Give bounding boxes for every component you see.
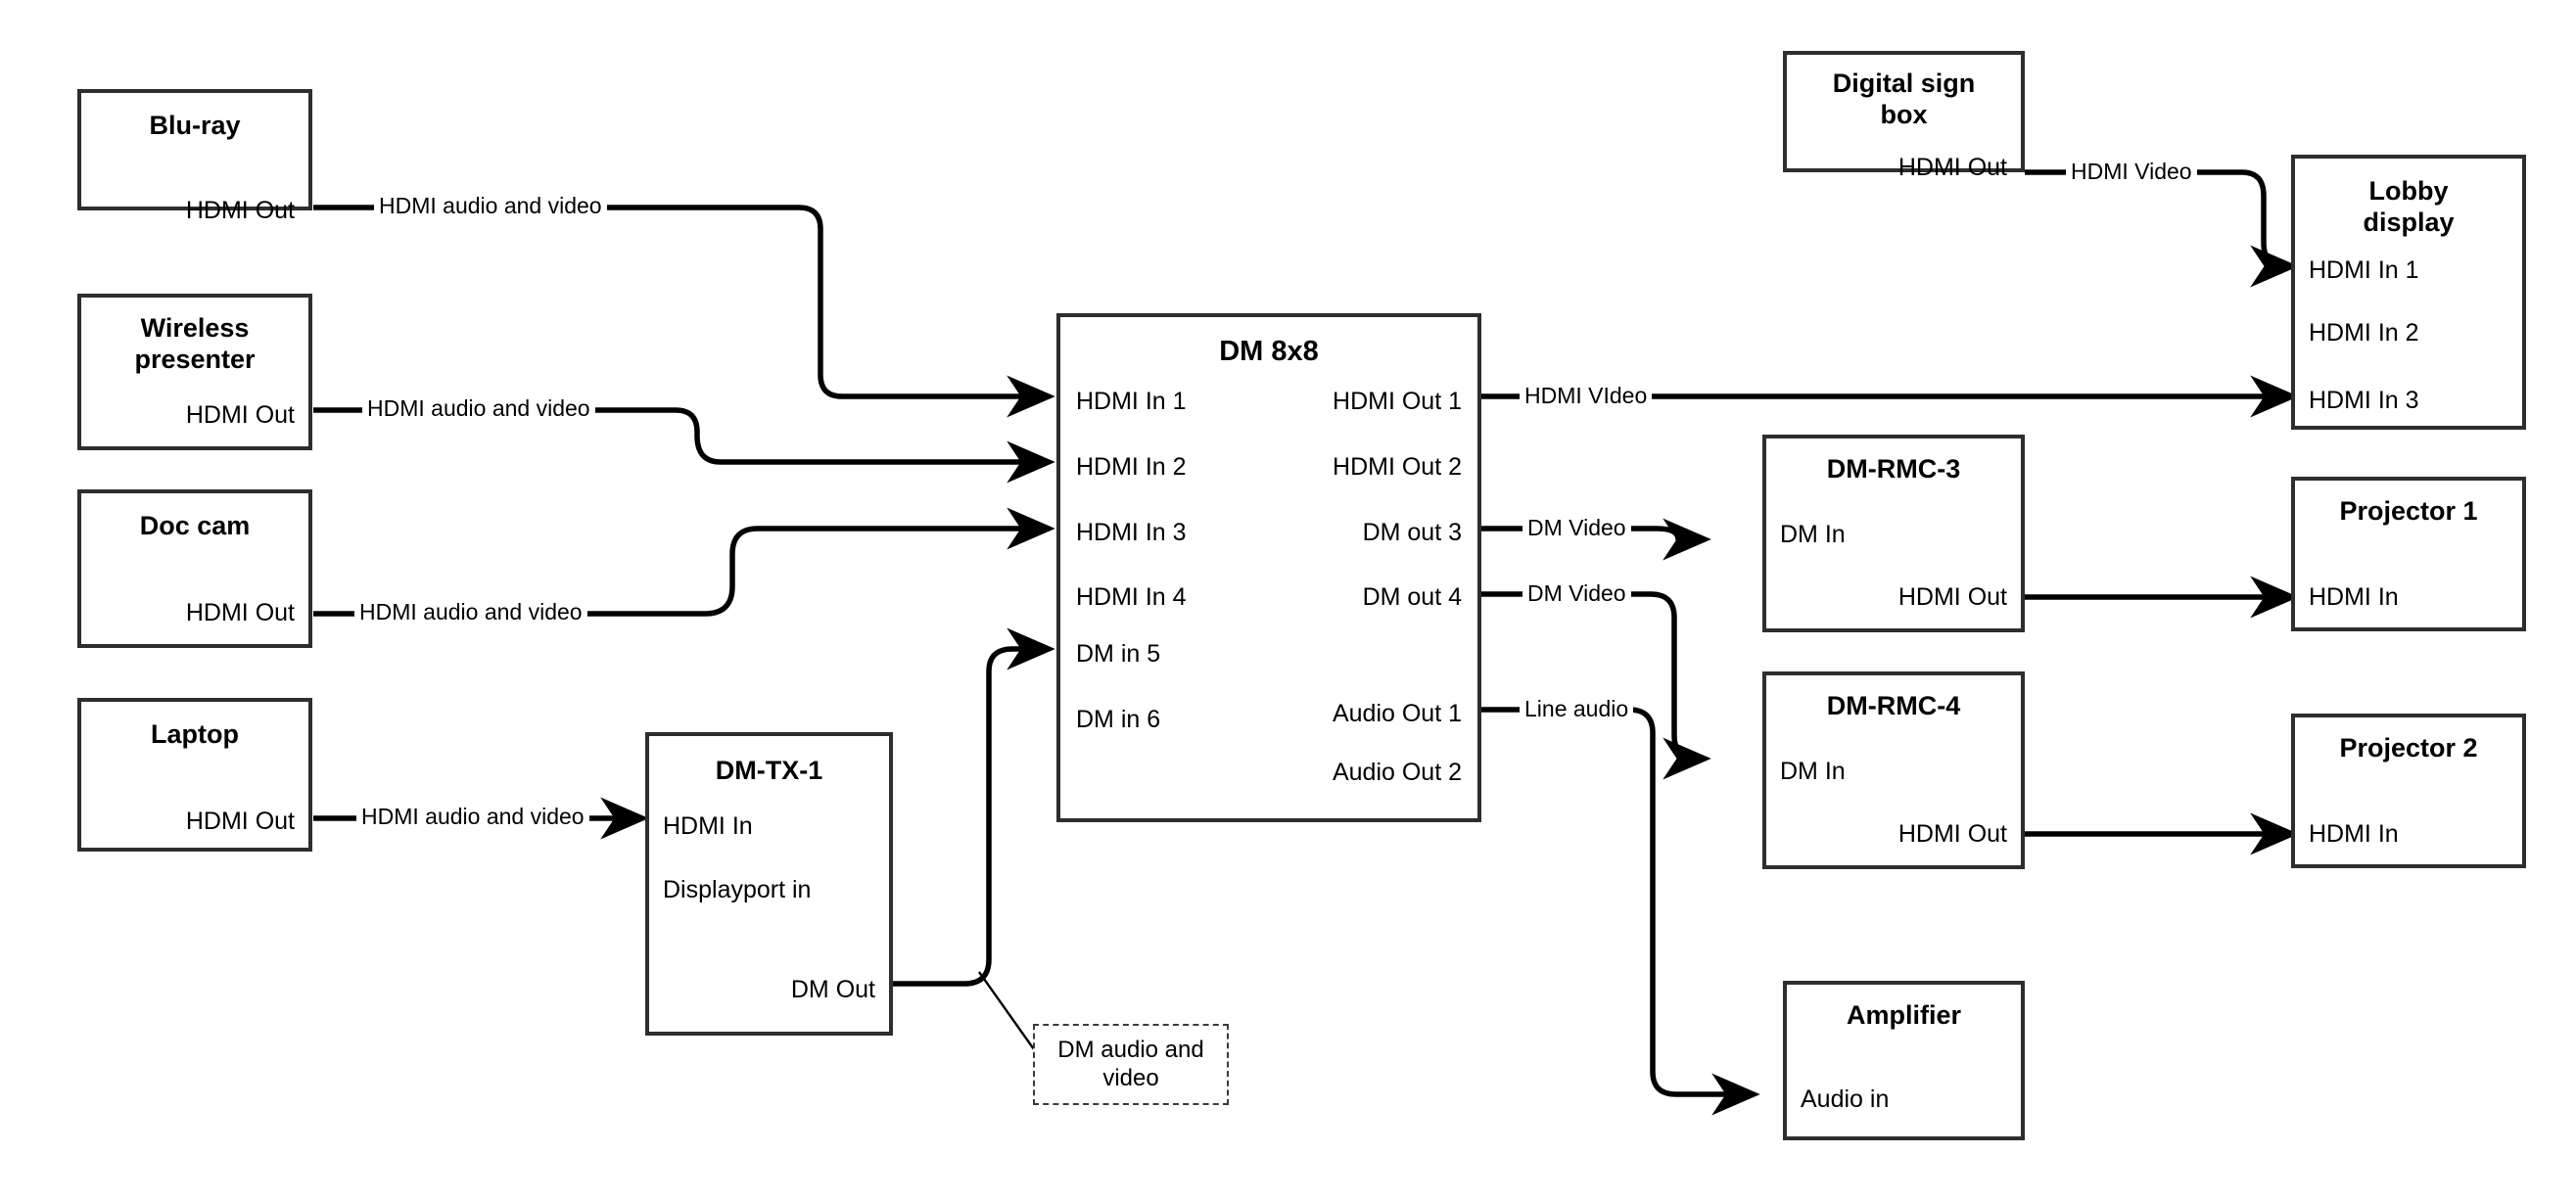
port-dm-8x8-hdmi-out-1: HDMI Out 1: [1333, 388, 1462, 415]
node-dm-8x8-title: DM 8x8: [1219, 336, 1319, 367]
wire-dm-out-4-to-rmc4: [1481, 591, 1711, 780]
port-bluray-hdmi-out: HDMI Out: [185, 197, 295, 224]
node-amplifier[interactable]: Amplifier Audio in: [1783, 981, 2025, 1140]
node-digital-sign-box[interactable]: Digital sign box HDMI Out: [1783, 51, 2025, 180]
port-dm-8x8-dm-out-3: DM out 3: [1362, 519, 1462, 546]
port-lobby-display-hdmi-in-2: HDMI In 2: [2309, 319, 2419, 346]
node-laptop[interactable]: Laptop HDMI Out: [77, 698, 312, 852]
port-dm-rmc-4-hdmi-out: HDMI Out: [1897, 820, 2007, 848]
wire-label-doccam-to-hdmi-in-3: HDMI audio and video: [354, 601, 587, 624]
port-dm-8x8-hdmi-in-1: HDMI In 1: [1076, 388, 1187, 415]
port-dm-8x8-dm-in-5: DM in 5: [1076, 640, 1161, 668]
wire-label-sign-to-lobby: HDMI Video: [2066, 161, 2197, 183]
port-dm-rmc-4-dm-in: DM In: [1780, 758, 1846, 785]
port-dm-8x8-hdmi-in-2: HDMI In 2: [1076, 453, 1187, 481]
node-dm-tx-1[interactable]: DM-TX-1 HDMI In Displayport in DM Out: [645, 732, 893, 1036]
port-lobby-display-hdmi-in-3: HDMI In 3: [2309, 387, 2419, 414]
port-dm-8x8-dm-out-4: DM out 4: [1362, 583, 1462, 611]
port-dm-tx-1-displayport-in: Displayport in: [663, 876, 812, 903]
port-digital-sign-box-hdmi-out: HDMI Out: [1897, 154, 2007, 181]
port-dm-8x8-dm-in-6: DM in 6: [1076, 706, 1161, 733]
port-amplifier-audio-in: Audio in: [1801, 1086, 1890, 1113]
port-projector-1-hdmi-in: HDMI In: [2309, 583, 2399, 611]
port-dm-rmc-3-dm-in: DM In: [1780, 521, 1846, 548]
wire-label-laptop-to-dmtx: HDMI audio and video: [356, 806, 589, 828]
wire-label-dm-out-4-to-rmc4: DM Video: [1522, 582, 1631, 605]
node-doc-cam-title: Doc cam: [139, 511, 251, 540]
port-dm-8x8-audio-out-1: Audio Out 1: [1332, 700, 1462, 727]
node-dm-rmc-3-title: DM-RMC-3: [1826, 454, 1961, 484]
wire-label-audio-out-1-to-amp: Line audio: [1520, 698, 1634, 720]
port-wireless-presenter-hdmi-out: HDMI Out: [185, 401, 295, 429]
node-dm-8x8[interactable]: DM 8x8 HDMI In 1 HDMI In 2 HDMI In 3 HDM…: [1056, 313, 1481, 822]
wire-dmtx-out-to-dm-in-5: [893, 627, 1055, 987]
wire-label-bluray-to-hdmi-in-1: HDMI audio and video: [374, 195, 607, 217]
node-amplifier-title: Amplifier: [1846, 1000, 1962, 1030]
wire-audio-out-1-to-amplifier: [1481, 707, 1760, 1116]
port-projector-2-hdmi-in: HDMI In: [2309, 820, 2399, 848]
node-wireless-presenter[interactable]: Wireless presenter HDMI Out: [77, 294, 312, 450]
port-dm-8x8-hdmi-in-4: HDMI In 4: [1076, 583, 1187, 611]
port-dm-rmc-3-hdmi-out: HDMI Out: [1897, 583, 2007, 611]
port-doc-cam-hdmi-out: HDMI Out: [185, 599, 295, 626]
port-dm-8x8-audio-out-2: Audio Out 2: [1332, 759, 1462, 786]
node-projector-2-title: Projector 2: [2339, 733, 2478, 762]
node-laptop-title: Laptop: [151, 719, 239, 749]
note-dm-audio-and-video: DM audio and video: [1033, 1024, 1229, 1105]
wire-label-dm-out-3-to-rmc3: DM Video: [1522, 517, 1631, 539]
node-digital-sign-box-title: Digital sign box: [1832, 69, 1976, 129]
node-dm-rmc-4-title: DM-RMC-4: [1826, 691, 1961, 720]
node-bluray-title: Blu-ray: [149, 111, 241, 140]
wire-bluray-to-hdmi-in-1: [313, 205, 1055, 418]
node-dm-rmc-4[interactable]: DM-RMC-4 DM In HDMI Out: [1762, 671, 2025, 869]
note-leader-line: [978, 971, 1042, 1060]
node-bluray[interactable]: Blu-ray HDMI Out: [77, 89, 312, 223]
port-dm-8x8-hdmi-in-3: HDMI In 3: [1076, 519, 1187, 546]
port-lobby-display-hdmi-in-1: HDMI In 1: [2309, 256, 2419, 284]
wire-label-wireless-to-hdmi-in-2: HDMI audio and video: [362, 397, 595, 420]
node-dm-rmc-3[interactable]: DM-RMC-3 DM In HDMI Out: [1762, 435, 2025, 632]
node-lobby-display[interactable]: Lobby display HDMI In 1 HDMI In 2 HDMI I…: [2291, 155, 2526, 430]
port-dm-8x8-hdmi-out-2: HDMI Out 2: [1333, 453, 1462, 481]
node-wireless-presenter-title: Wireless presenter: [134, 313, 256, 374]
port-laptop-hdmi-out: HDMI Out: [185, 808, 295, 835]
wire-sign-to-lobby-hdmi-in-1: [2025, 169, 2299, 288]
node-projector-1-title: Projector 1: [2339, 496, 2478, 526]
port-dm-tx-1-dm-out: DM Out: [790, 976, 875, 1003]
node-projector-1[interactable]: Projector 1 HDMI In: [2291, 477, 2526, 631]
port-dm-tx-1-hdmi-in: HDMI In: [663, 812, 753, 840]
node-projector-2[interactable]: Projector 2 HDMI In: [2291, 714, 2526, 868]
node-doc-cam[interactable]: Doc cam HDMI Out: [77, 489, 312, 648]
wire-label-hdmi-out-1-to-lobby: HDMI VIdeo: [1520, 385, 1653, 407]
node-lobby-display-title: Lobby display: [2363, 176, 2455, 237]
node-dm-tx-1-title: DM-TX-1: [715, 756, 823, 785]
